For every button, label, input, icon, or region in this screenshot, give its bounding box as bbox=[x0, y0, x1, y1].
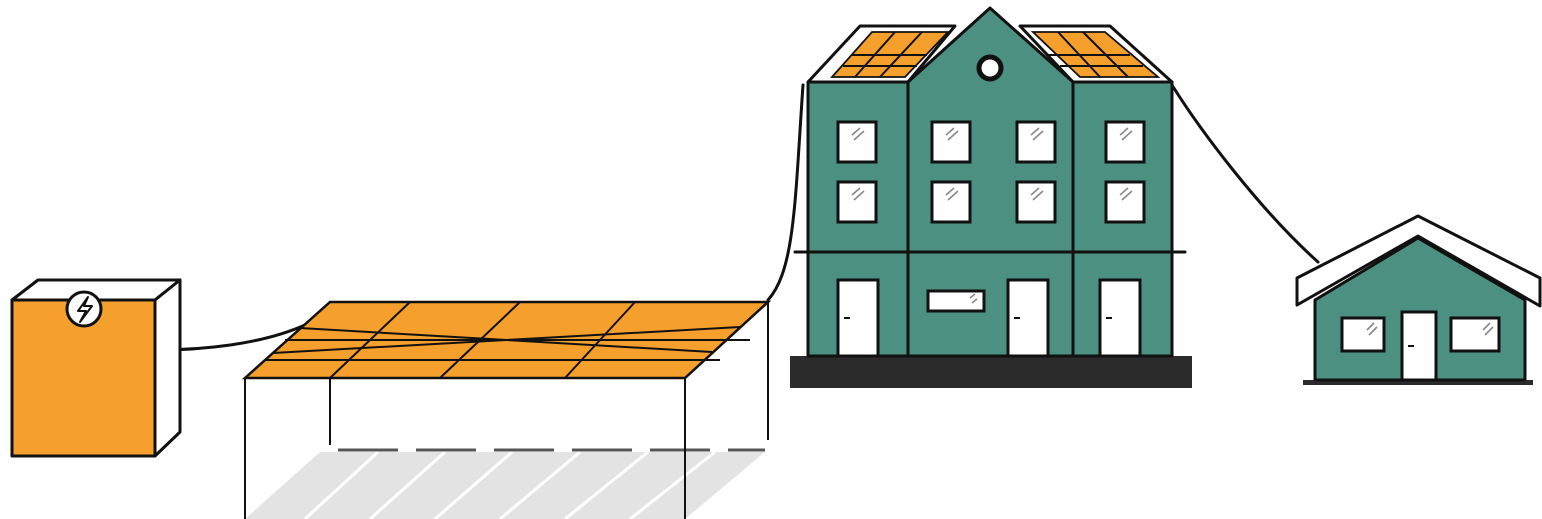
apartment-building bbox=[790, 8, 1192, 388]
carport-ground-shadow bbox=[245, 450, 765, 519]
battery-side bbox=[155, 280, 180, 456]
building-foundation bbox=[790, 356, 1192, 388]
small-house bbox=[1297, 216, 1540, 385]
cable-building-to-house bbox=[1172, 85, 1318, 262]
house-door bbox=[1402, 312, 1436, 380]
lightning-bolt-icon bbox=[67, 292, 101, 326]
solar-carport bbox=[245, 302, 768, 519]
attic-round-window bbox=[979, 57, 1001, 79]
battery-storage bbox=[12, 280, 180, 456]
cable-carport-to-building bbox=[768, 85, 803, 300]
